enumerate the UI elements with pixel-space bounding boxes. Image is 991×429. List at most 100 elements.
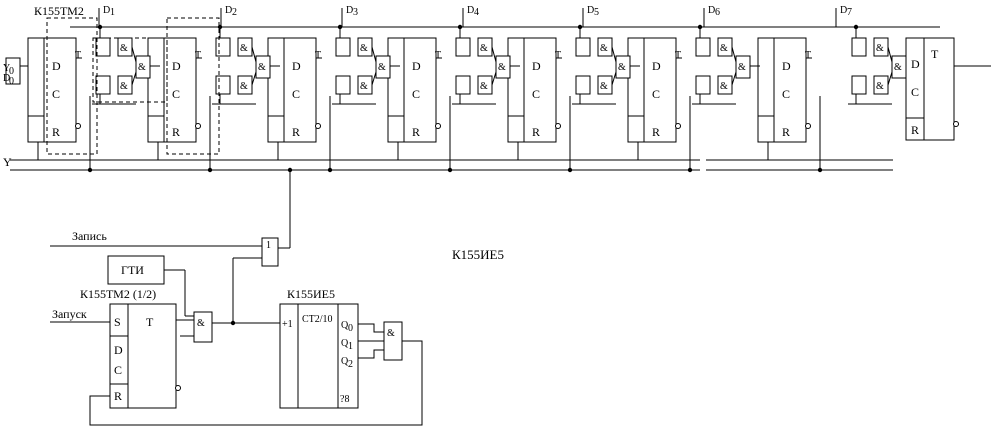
stage-6-and-sign-2: & [720,81,728,92]
trigger-2-pin-d: D [172,59,181,73]
trigger-5-pin-t: T [555,50,561,61]
wire [731,71,737,86]
stage-7-and-sign-2: & [876,81,884,92]
trigger-5 [507,37,557,143]
trigger-4-pin-t: T [435,50,441,61]
wire [887,71,893,86]
output-trigger [905,37,955,141]
counter-q0-sub: 0 [348,323,353,334]
trigger-6-inverted-pin [675,123,681,129]
stage-index-3: 3 [353,7,358,18]
trigger-2-pin-r: R [172,125,180,139]
d0-sub: 0 [9,76,14,87]
stage-label-6: D [708,5,715,16]
junction-dot [853,24,859,30]
gti-label: ГТИ [121,263,144,277]
trigger-4-pin-r: R [412,125,420,139]
stage-index-6: 6 [715,7,720,18]
stage-2-and-sign-1: & [240,43,248,54]
counter-chip-label: К155ИЕ5 [287,287,335,301]
trigger-3-pin-d: D [292,59,301,73]
trigger-3-pin-c: C [292,87,300,101]
stage-2-and-sign-2: & [240,81,248,92]
stage-5-combiner-sign: & [618,62,626,73]
stage-4-combiner-sign: & [498,62,506,73]
trigger-6-pin-c: C [652,87,660,101]
half-trigger [109,303,177,409]
bottom-chip-label: К155ИЕ5 [452,247,504,262]
junction-dot [457,24,463,30]
stage-1-and-upper-left [95,37,111,57]
counter-q1: Q [341,338,349,349]
wire [251,71,257,86]
input-and-gate [5,57,21,85]
wire [131,71,137,86]
output-inverted-pin [953,121,959,127]
selection-box-3 [92,37,168,103]
trigger-5-pin-d: D [532,59,541,73]
stage-5-and-lower-left [575,75,591,95]
half-pin-c: C [114,363,122,377]
stage-4-and-lower-left [455,75,471,95]
half-pin-t: T [146,315,154,329]
stage-5-and-sign-1: & [600,43,608,54]
y0-sub: 0 [9,66,14,77]
trigger-7-pin-r: R [782,125,790,139]
counter-q8: ?8 [340,394,349,405]
stage-index-7: 7 [847,7,852,18]
stage-index-5: 5 [594,7,599,18]
half-inverted-output [175,385,181,391]
stage-7-and-lower-left [851,75,867,95]
control-and-gate [193,311,213,343]
trigger-5-inverted-pin [555,123,561,129]
trigger-4-pin-d: D [412,59,421,73]
trigger-2-pin-t: T [195,50,201,61]
stage-1-and-sign-1: & [120,43,128,54]
stage-3-and-sign-1: & [360,43,368,54]
stage-3-and-lower-left [335,75,351,95]
stage-index-1: 1 [110,7,115,18]
counter-title: СТ2/10 [302,314,333,325]
junction-dot [337,24,343,30]
stage-label-2: D [225,5,232,16]
trigger-4 [387,37,437,143]
wire [131,46,137,63]
stage-3-and-sign-2: & [360,81,368,92]
trigger-2 [147,37,197,143]
top-chip-label: К155ТМ2 [34,4,84,18]
junction-dot [97,24,103,30]
stage-2-combiner [255,55,271,79]
trigger-6-pin-d: D [652,59,661,73]
trigger-2-inverted-pin [195,123,201,129]
stage-6-combiner-sign: & [738,62,746,73]
output-pin-c: C [911,85,919,99]
stage-4-and-sign-1: & [480,43,488,54]
control-and-sign: & [197,318,205,329]
counter-chip [279,303,359,409]
junction-dot [287,167,293,173]
wire [611,71,617,86]
stage-6-combiner [735,55,751,79]
counter-q2-sub: 2 [348,359,353,370]
stage-7-and-sign-1: & [876,43,884,54]
output-pin-r: R [911,123,919,137]
wire [371,46,377,63]
stage-1-combiner-sign: & [138,62,146,73]
start-label: Запуск [52,307,87,321]
stage-4-and-sign-2: & [480,81,488,92]
stage-7-and-upper-left [851,37,867,57]
or-gate-sign: 1 [266,240,271,251]
stage-1-combiner [135,55,151,79]
output-pin-t: T [931,47,939,61]
trigger-5-pin-c: C [532,87,540,101]
stage-index-2: 2 [232,7,237,18]
wire [491,71,497,86]
stage-5-and-upper-left [575,37,591,57]
half-pin-d: D [114,343,123,357]
gti-generator [107,255,165,285]
wire [887,46,893,63]
junction-dot [697,24,703,30]
stage-5-combiner [615,55,631,79]
stage-6-and-lower-left [695,75,711,95]
